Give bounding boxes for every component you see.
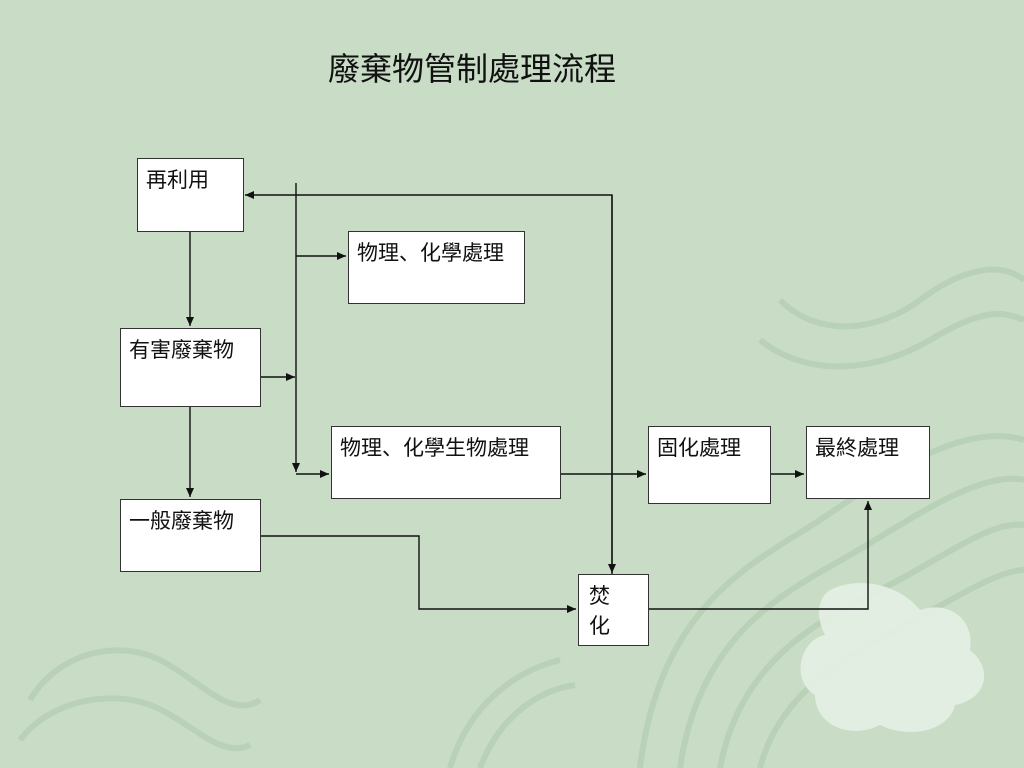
- node-final-disposal: 最終處理: [806, 426, 930, 499]
- node-physical-chemical: 物理、化學處理: [348, 231, 525, 304]
- node-hazardous-waste: 有害廢棄物: [120, 328, 261, 407]
- node-general-waste-label: 一般廢棄物: [129, 509, 234, 533]
- node-physical-chemical-label: 物理、化學處理: [357, 241, 504, 265]
- slide-title: 廢棄物管制處理流程: [0, 44, 1024, 90]
- node-reuse-label: 再利用: [146, 168, 209, 192]
- node-reuse: 再利用: [137, 158, 244, 232]
- node-incineration: 焚化: [578, 574, 649, 646]
- node-hazardous-waste-label: 有害廢棄物: [129, 338, 234, 362]
- node-solidification: 固化處理: [648, 426, 771, 504]
- node-general-waste: 一般廢棄物: [120, 499, 261, 572]
- node-incineration-label: 焚化: [589, 584, 610, 638]
- dragon-ornament: [800, 582, 985, 733]
- slide-title-text: 廢棄物管制處理流程: [327, 50, 616, 88]
- node-solidification-label: 固化處理: [657, 436, 741, 460]
- node-physical-chemical-biological-label: 物理、化學生物處理: [340, 436, 529, 460]
- node-final-disposal-label: 最終處理: [815, 436, 899, 460]
- node-physical-chemical-biological: 物理、化學生物處理: [331, 426, 561, 499]
